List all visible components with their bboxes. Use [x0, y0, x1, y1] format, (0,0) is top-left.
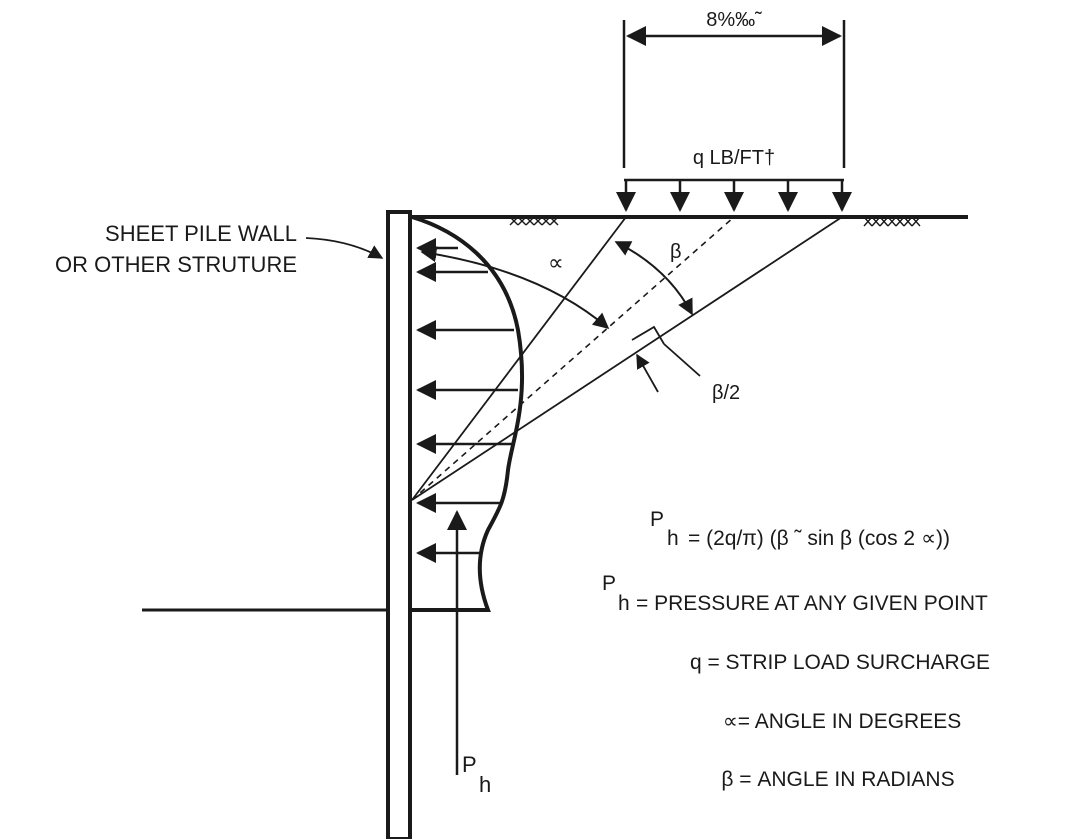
half-beta-label: β/2	[712, 382, 740, 404]
alpha-arc	[420, 246, 610, 330]
beta-arc	[614, 241, 693, 316]
sheet-pile-wall	[386, 210, 412, 839]
soil-hatch-left	[509, 216, 559, 226]
legend-ph-definition: Ph= PRESSURE AT ANY GIVEN POINT	[602, 572, 988, 615]
pressure-arrows	[416, 238, 518, 563]
load-rays	[411, 216, 843, 501]
pressure-distribution-curve	[411, 215, 525, 612]
strip-load-arrows	[616, 178, 852, 212]
pressure-formula: Ph= (2q/π) (β ˜ sin β (cos 2 ∝))	[650, 508, 950, 550]
half-beta-marker	[631, 325, 701, 377]
load-width-label: 8%‰˜	[706, 9, 762, 31]
beta-label: β	[670, 241, 682, 263]
legend-q-definition: q = STRIP LOAD SURCHARGE	[690, 651, 990, 674]
soil-hatch-right	[863, 216, 921, 227]
wall-label-line1: SHEET PILE WALL	[105, 221, 297, 246]
alpha-label: ∝	[548, 250, 564, 275]
wall-label-line2: OR OTHER STRUTURE	[55, 252, 297, 277]
legend-beta-definition: β = ANGLE IN RADIANS	[721, 768, 954, 791]
wall-label-leader	[305, 237, 384, 259]
load-width-dimension	[622, 20, 846, 168]
resultant-force-label: Ph	[462, 752, 491, 797]
strip-load-label: q LB/FT†	[693, 147, 775, 169]
half-beta-arrow	[636, 353, 659, 393]
legend-alpha-definition: ∝= ANGLE IN DEGREES	[723, 710, 962, 733]
